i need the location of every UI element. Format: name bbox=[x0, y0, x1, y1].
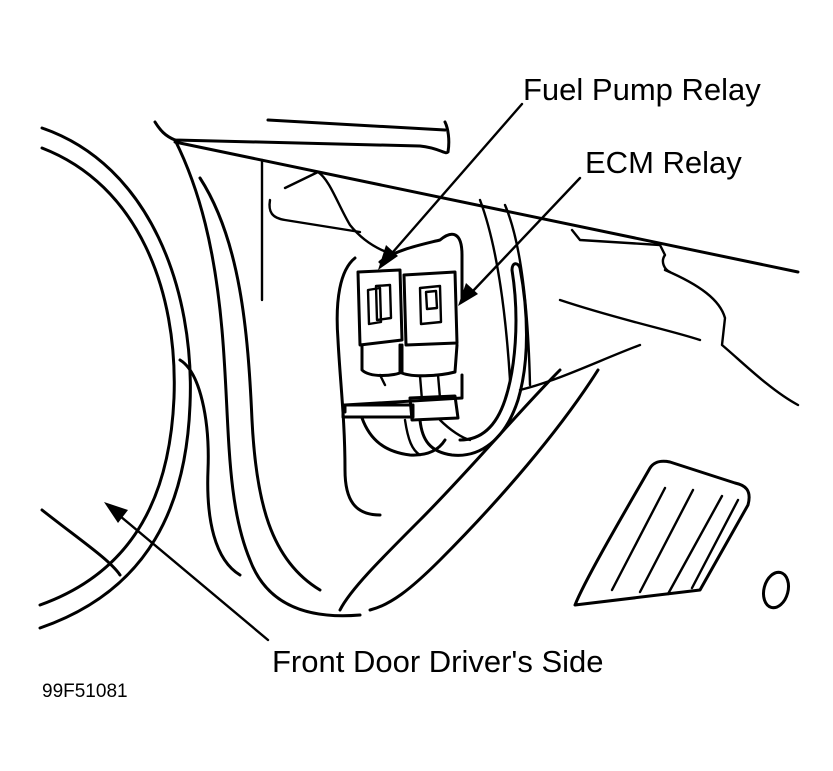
accelerator-pedal bbox=[573, 459, 790, 610]
front-door-leader bbox=[104, 502, 270, 642]
dash-panel-outline bbox=[153, 118, 800, 618]
fuel-pump-relay bbox=[356, 268, 404, 387]
fuel-pump-relay-label: Fuel Pump Relay bbox=[523, 72, 761, 107]
front-door-outline bbox=[38, 126, 192, 630]
ecm-relay-leader bbox=[458, 176, 582, 306]
front-door-label: Front Door Driver's Side bbox=[272, 644, 604, 679]
wiring-harness bbox=[360, 262, 528, 457]
ecm-relay bbox=[398, 270, 459, 402]
figure-id: 99F51081 bbox=[42, 681, 128, 702]
floor-panel-outline bbox=[338, 198, 800, 612]
fuel-pump-relay-leader bbox=[378, 102, 524, 270]
ecm-relay-label: ECM Relay bbox=[585, 145, 742, 180]
